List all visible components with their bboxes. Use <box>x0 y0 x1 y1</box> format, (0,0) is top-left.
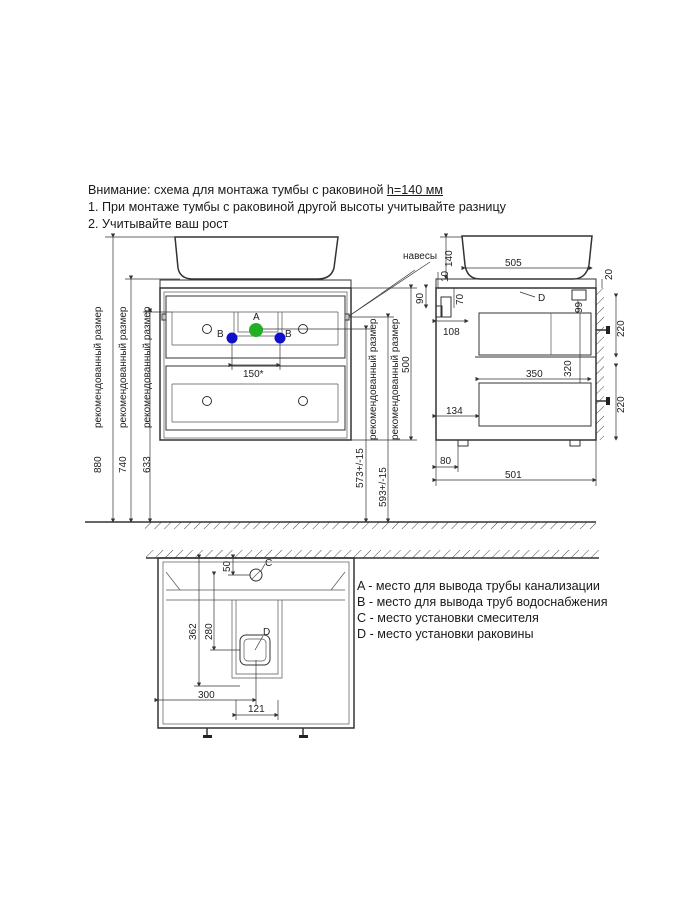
label-b-right: B <box>285 329 292 340</box>
label-b-left: B <box>217 329 224 340</box>
legend-c: C - место установки смесителя <box>357 611 539 625</box>
front-cabinet-body <box>159 287 352 441</box>
dim-90: 90 <box>415 292 426 304</box>
dim-633: 633 <box>142 456 153 473</box>
front-view: 150* A B B навесы 880 рекомендованный ра… <box>85 233 596 529</box>
dim-134: 134 <box>446 406 463 417</box>
dim-99: 99 <box>574 301 585 313</box>
side-label-d: D <box>538 293 545 304</box>
warning-line: Внимание: схема для монтажа тумбы с рако… <box>88 182 506 199</box>
top-cabinet-outline <box>157 557 355 729</box>
dim-573: 573+/-15 <box>355 448 366 488</box>
rec-size-5: рекомендованный размер <box>390 318 401 440</box>
note-1: 1. При монтаже тумбы с раковиной другой … <box>88 200 506 214</box>
note-2: 2. Учитывайте ваш рост <box>88 217 229 231</box>
point-b-right <box>274 332 286 344</box>
point-a <box>249 323 263 337</box>
side-sink-bowl <box>461 235 593 280</box>
dim-121: 121 <box>248 704 265 715</box>
installation-notes: Внимание: схема для монтажа тумбы с рако… <box>88 182 506 233</box>
rec-size-2: рекомендованный размер <box>118 306 129 428</box>
point-b-left <box>226 332 238 344</box>
dim-20: 20 <box>604 268 615 280</box>
top-label-d: D <box>263 627 270 638</box>
top-label-c: C <box>265 558 272 569</box>
dim-50: 50 <box>222 560 233 572</box>
dim-362: 362 <box>188 623 199 640</box>
dim-10: 10 <box>440 270 451 282</box>
dim-150: 150* <box>243 369 264 380</box>
rec-size-1: рекомендованный размер <box>93 306 104 428</box>
dim-108: 108 <box>443 327 460 338</box>
dim-280: 280 <box>204 623 215 640</box>
dim-220-upper: 220 <box>616 320 627 337</box>
dim-740: 740 <box>118 456 129 473</box>
front-countertop <box>159 279 352 289</box>
rec-size-4: рекомендованный размер <box>368 318 379 440</box>
dim-500: 500 <box>401 356 412 373</box>
dim-350: 350 <box>526 369 543 380</box>
dim-220-lower: 220 <box>616 396 627 413</box>
warning-prefix: Внимание: схема для монтажа тумбы с рако… <box>88 183 387 197</box>
dim-593: 593+/-15 <box>378 467 389 507</box>
label-a: A <box>253 312 260 323</box>
warning-height: h=140 мм <box>386 183 444 197</box>
dim-300: 300 <box>198 690 215 701</box>
side-view: D 140 10 505 20 90 70 99 108 <box>415 233 627 486</box>
dim-880: 880 <box>93 456 104 473</box>
legend-a: A - место для вывода трубы канализации <box>357 579 600 593</box>
legend-d: D - место установки раковины <box>357 627 534 641</box>
top-view: D C 50 362 280 300 121 <box>146 550 599 738</box>
dim-505: 505 <box>505 258 522 269</box>
front-cabinet-inner <box>163 291 348 439</box>
front-top-drawer <box>165 295 346 359</box>
legend-b: B - место для вывода труб водоснабжения <box>357 595 608 609</box>
dim-320: 320 <box>563 360 574 377</box>
dim-140: 140 <box>444 250 455 267</box>
legend: A - место для вывода трубы канализации B… <box>357 578 608 642</box>
hinges-label: навесы <box>403 251 437 262</box>
dim-70: 70 <box>455 293 466 305</box>
dim-501: 501 <box>505 470 522 481</box>
dim-80: 80 <box>440 456 452 467</box>
front-sink-bowl <box>174 236 339 280</box>
rec-size-3: рекомендованный размер <box>142 306 153 428</box>
